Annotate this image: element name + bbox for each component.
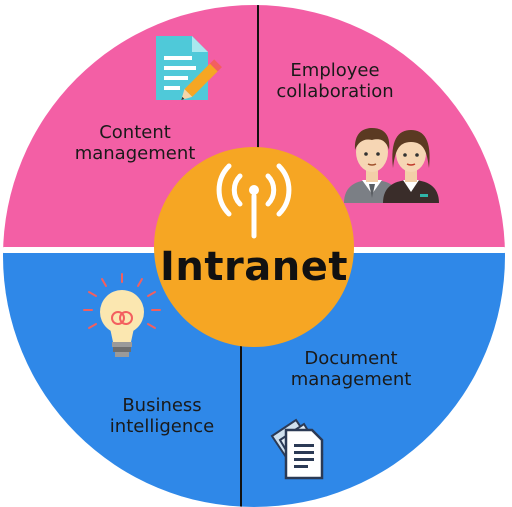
document-pen-icon <box>156 36 222 101</box>
label-content-management: Content management <box>60 122 210 164</box>
label-business-line1: Business <box>122 395 202 416</box>
label-business-line2: intelligence <box>109 416 215 437</box>
label-employee-line2: collaboration <box>276 81 394 102</box>
label-content-line2: management <box>74 143 196 164</box>
label-content-line1: Content <box>99 122 171 143</box>
label-document-management: Document management <box>276 348 426 390</box>
people-icon <box>344 128 439 203</box>
documents-icon <box>270 418 324 480</box>
label-business-intelligence: Business intelligence <box>92 395 232 437</box>
label-employee-line1: Employee <box>290 60 380 81</box>
label-document-line1: Document <box>304 348 398 369</box>
wifi-signal-icon <box>216 163 292 239</box>
hub-title: Intranet <box>160 244 348 290</box>
hub-circle <box>154 147 354 347</box>
label-employee-collaboration: Employee collaboration <box>260 60 410 102</box>
label-document-line2: management <box>290 369 412 390</box>
lightbulb-icon <box>83 273 161 357</box>
